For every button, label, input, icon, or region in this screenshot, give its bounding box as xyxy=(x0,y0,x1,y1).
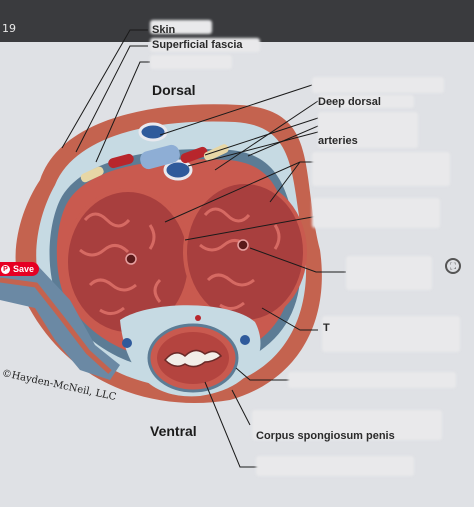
deep-dorsal-vein xyxy=(163,159,193,181)
question-number: 19 xyxy=(2,22,16,35)
erectile-texture-right xyxy=(199,207,281,310)
skin-flap-edge xyxy=(0,277,112,374)
dorsal-label: Dorsal xyxy=(152,82,196,98)
label-skin-partial: Skin xyxy=(152,24,176,36)
small-vessel-1 xyxy=(122,338,132,348)
label-arteries-partial: arteries xyxy=(318,135,358,147)
save-button-label: Save xyxy=(13,264,35,274)
label-tunica-partial: T xyxy=(323,322,330,334)
spongy-urethra xyxy=(163,349,223,368)
expand-icon[interactable]: ⛶ xyxy=(445,258,461,274)
dorsal-vein-tube xyxy=(140,144,180,170)
deep-artery-right xyxy=(237,239,249,251)
label-mask-deep-artery xyxy=(312,198,440,228)
ventral-label: Ventral xyxy=(150,423,197,439)
top-bar: 19 xyxy=(0,0,474,42)
pinterest-save-button[interactable]: P Save xyxy=(0,262,40,276)
deep-artery-left xyxy=(125,253,137,265)
dorsal-nerve-right xyxy=(203,144,229,161)
erectile-texture-left xyxy=(79,212,162,315)
label-deep-dorsal-partial: Deep dorsal xyxy=(318,96,381,108)
label-corpus-spongiosum-partial: Corpus spongiosum penis xyxy=(256,430,395,442)
label-mask-dorsal-arteries xyxy=(318,112,418,148)
dorsal-artery-right xyxy=(180,146,208,164)
label-mask-superficial-fascia xyxy=(150,38,260,52)
label-mask-spongy-urethra xyxy=(288,372,456,388)
label-mask-superficial-dorsal-vein xyxy=(312,77,444,93)
label-mask-erectile-tissue xyxy=(346,256,432,290)
small-vessel-3 xyxy=(195,315,201,321)
label-mask-tunica-albuginea xyxy=(322,316,460,352)
label-mask-urethra xyxy=(256,456,414,476)
dorsal-artery-left xyxy=(108,153,134,169)
dorsal-nerve-left xyxy=(80,166,104,183)
small-vessel-2 xyxy=(240,335,250,345)
label-mask-skin xyxy=(150,20,212,34)
label-mask-corpus-spongiosum xyxy=(252,410,442,440)
corpus-cavernosum-right xyxy=(183,180,307,324)
label-superficial-fascia-partial: Superficial fascia xyxy=(152,39,243,51)
label-mask-corpora-cavernosa xyxy=(312,152,450,186)
leader-lines xyxy=(61,29,346,468)
label-mask-deep-dorsal-vein xyxy=(318,95,414,108)
pinterest-icon: P xyxy=(1,264,10,274)
superficial-dorsal-vein xyxy=(138,122,168,142)
label-mask-deep-fascia xyxy=(150,55,232,69)
